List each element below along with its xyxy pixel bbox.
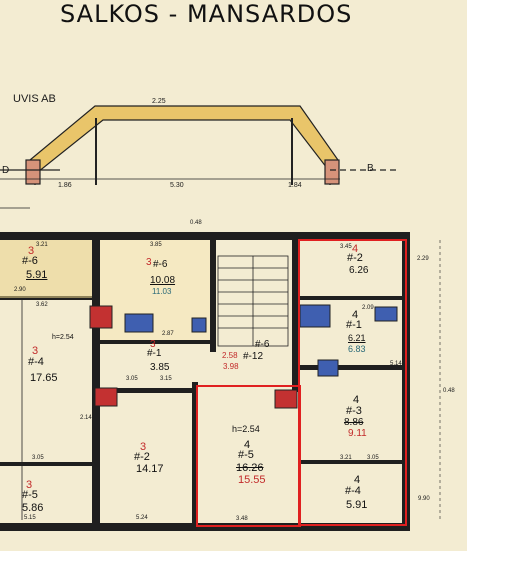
unit-area: 6.26 (349, 265, 369, 276)
dimension-label: 3.15 (160, 376, 172, 382)
dimension-label: 3.85 (150, 242, 162, 248)
unit-code: #-1 (147, 348, 162, 359)
dimension-label: 0.48 (190, 220, 202, 226)
dimension-label: 2.09 (362, 305, 374, 311)
unit-number: 3 (26, 479, 33, 491)
unit-area: 5.91 (346, 499, 368, 511)
dimension-label: 3.05 (32, 455, 44, 461)
stove-icons (89, 304, 398, 409)
dimension-label: 5.15 (24, 515, 36, 521)
marker-b: B (367, 163, 374, 174)
dimension-label: 2.14 (80, 415, 92, 421)
unit-number: 4 (354, 474, 361, 486)
unit-area: 17.65 (30, 372, 58, 384)
unit-number: 3 (146, 257, 152, 268)
unit-number: 4 (244, 439, 251, 451)
drawing-sheet: SALKOS - MANSARDOS UVIS AB (0, 0, 467, 551)
stair-block (217, 255, 289, 347)
unit-area-red: 15.55 (238, 474, 266, 486)
unit-code: #-5 (238, 449, 254, 461)
bath-area: 2.58 (222, 351, 238, 360)
highlight-unit-right (298, 239, 407, 526)
dimension-label: 3.05 (367, 455, 379, 461)
dimension-label: 2.87 (162, 331, 174, 337)
unit-area: 10.08 (150, 275, 176, 286)
dimension-label: 3.21 (340, 455, 352, 461)
unit-area-alt: 11.03 (152, 287, 172, 296)
dim-top: 2.25 (152, 98, 166, 105)
dimension-label: 3.05 (126, 376, 138, 382)
unit-code: #-4 (345, 485, 361, 497)
unit-code: #-5 (22, 489, 38, 501)
unit-code: #-1 (346, 319, 362, 331)
marker-d: D (2, 165, 10, 176)
floor-plan-svg (0, 105, 441, 531)
dimension-label: 0.48 (443, 388, 455, 394)
unit-height: h=2.54 (232, 424, 260, 434)
unit-code: #-6 (153, 259, 168, 270)
dimension-label: 5.14 (390, 361, 402, 367)
wall-tint (0, 240, 92, 298)
unit-code: #-2 (134, 451, 150, 463)
unit-area: 8.86 (344, 417, 364, 428)
dimension-label: 9.90 (418, 496, 430, 502)
roof-section (0, 105, 400, 185)
unit-number: 3 (32, 345, 39, 357)
unit-area: 5.86 (22, 502, 44, 514)
dim-left-2: 5.30 (170, 182, 184, 189)
unit-area: 6.21 (348, 333, 366, 343)
unit-area-teal: 6.83 (348, 344, 366, 354)
unit-code: #-4 (28, 356, 44, 368)
unit-area: 5.91 (26, 269, 48, 281)
dimension-label: 5.24 (136, 515, 148, 521)
unit-number: 3 (150, 339, 156, 350)
dimension-label: 2.29 (417, 256, 429, 262)
unit-code: #-3 (346, 405, 362, 417)
dim-left-3: 1.84 (288, 182, 302, 189)
unit-area-red: 9.11 (348, 428, 367, 439)
stair-code: #-6 (255, 339, 270, 350)
stair-code-2: #-12 (243, 351, 264, 362)
unit-number: 3 (28, 245, 35, 257)
unit-area: 16.26 (236, 462, 264, 474)
section-label: UVIS AB (13, 93, 56, 105)
dimension-label: 3.21 (36, 242, 48, 248)
unit-area: 3.85 (150, 362, 170, 373)
unit-number: 4 (352, 243, 359, 255)
dimension-label: 3.62 (36, 302, 48, 308)
dim-left-1: 1.86 (58, 182, 72, 189)
unit-number: 4 (353, 394, 360, 406)
unit-code: #-6 (22, 255, 38, 267)
unit-code: #-2 (347, 252, 363, 264)
page-title: SALKOS - MANSARDOS (60, 0, 353, 28)
unit-number: 3 (140, 441, 147, 453)
unit-height: h=2.54 (52, 334, 74, 341)
dimension-label: 3.45 (340, 244, 352, 250)
dimension-label: 3.48 (236, 516, 248, 522)
unit-area: 14.17 (136, 463, 164, 475)
unit-number: 4 (352, 309, 359, 321)
dimension-label: 2.90 (14, 287, 26, 293)
bath-area-2: 3.98 (223, 362, 239, 371)
